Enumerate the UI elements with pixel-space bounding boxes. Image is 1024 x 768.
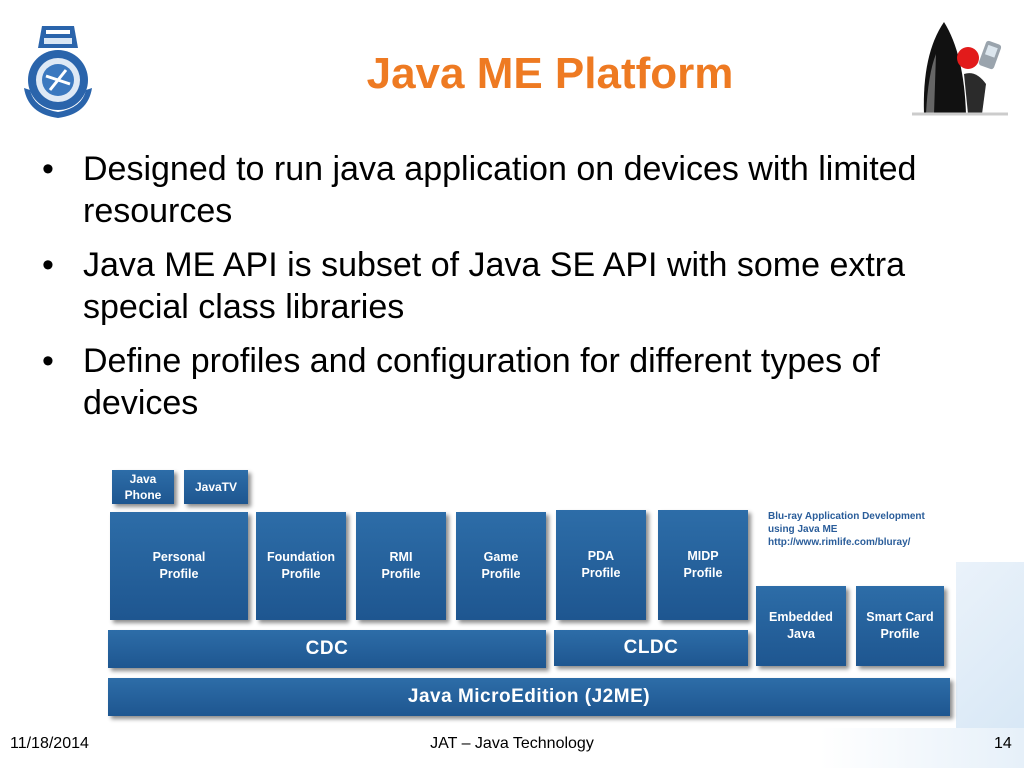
game-profile-box: Game Profile: [456, 512, 546, 620]
bullet-dot: •: [42, 150, 54, 188]
cdc-box: CDC: [108, 630, 546, 668]
pda-profile-box: PDA Profile: [556, 510, 646, 620]
rmi-profile-box: RMI Profile: [356, 512, 446, 620]
bullet-list: • Designed to run java application on de…: [40, 148, 960, 436]
bullet-item: • Java ME API is subset of Java SE API w…: [40, 244, 960, 328]
duke-mascot-icon: [904, 14, 1016, 124]
bluray-note: Blu-ray Application Development using Ja…: [768, 511, 925, 548]
footer-date: 11/18/2014: [10, 735, 89, 752]
footer-title: JAT – Java Technology: [430, 735, 594, 752]
cldc-box: CLDC: [554, 630, 748, 666]
bullet-item: • Designed to run java application on de…: [40, 148, 960, 232]
java-microedition-base-box: Java MicroEdition (J2ME): [108, 678, 950, 716]
slide-number: 14: [994, 735, 1012, 752]
decorative-footer-panel: [820, 728, 1024, 768]
embedded-java-box: Embedded Java: [756, 586, 846, 666]
java-me-architecture-diagram: Java Phone JavaTV Personal Profile Found…: [100, 464, 956, 728]
foundation-profile-box: Foundation Profile: [256, 512, 346, 620]
bullet-text: Designed to run java application on devi…: [83, 150, 917, 230]
javatv-box: JavaTV: [184, 470, 248, 504]
bullet-dot: •: [42, 342, 54, 380]
java-phone-box: Java Phone: [112, 470, 174, 504]
bullet-text: Define profiles and configuration for di…: [83, 342, 880, 422]
bullet-dot: •: [42, 246, 54, 284]
bullet-text: Java ME API is subset of Java SE API wit…: [83, 246, 906, 326]
university-crest-logo: [24, 26, 92, 118]
personal-profile-box: Personal Profile: [110, 512, 248, 620]
smart-card-profile-box: Smart Card Profile: [856, 586, 944, 666]
bullet-item: • Define profiles and configuration for …: [40, 340, 960, 424]
midp-profile-box: MIDP Profile: [658, 510, 748, 620]
slide-title: Java ME Platform: [366, 49, 734, 98]
